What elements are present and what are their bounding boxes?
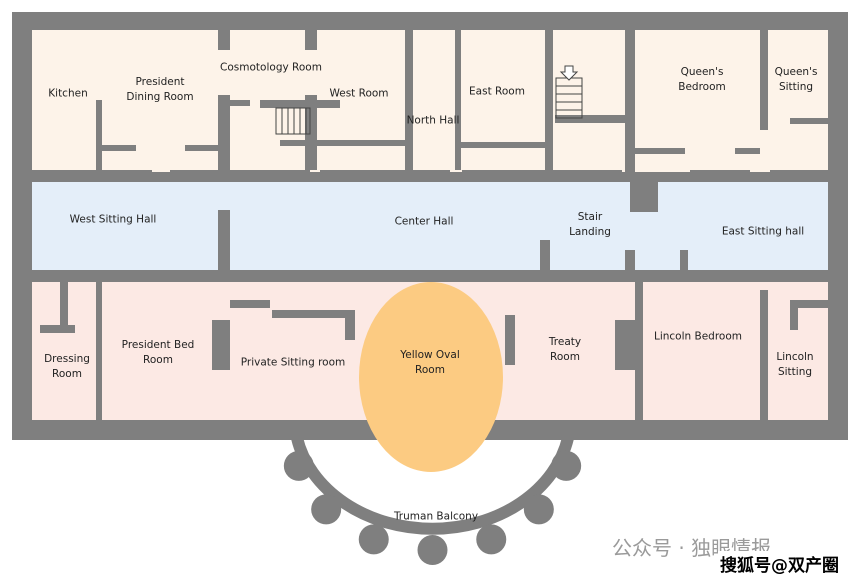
hall-area (32, 182, 828, 270)
room-north-hall: North Hall (406, 114, 460, 127)
wall-segment (170, 170, 218, 182)
wall-segment (212, 320, 230, 370)
watermark-sohu: 搜狐号@双产圈 (718, 551, 841, 576)
room-president-bed: President Bed Room (121, 339, 195, 366)
wall-segment (680, 250, 688, 275)
room-east-room: East Room (469, 85, 525, 98)
balcony-column (417, 535, 448, 565)
wall-segment (635, 148, 685, 154)
balcony-column (476, 524, 507, 555)
balcony-column (358, 524, 389, 555)
north-wing (32, 30, 828, 172)
wall-segment (280, 140, 370, 146)
room-cosmotology: Cosmotology Room (220, 61, 322, 74)
wall-segment (305, 95, 317, 170)
wall-segment (218, 30, 230, 50)
wall-segment (625, 250, 635, 282)
wall-segment (560, 270, 580, 282)
wall-segment (790, 300, 828, 308)
room-treaty: Treaty Room (548, 336, 582, 363)
wall-segment (770, 170, 828, 182)
wall-segment (540, 240, 550, 270)
wall-segment (320, 170, 450, 182)
room-kitchen: Kitchen (48, 87, 88, 100)
wall-segment (790, 118, 828, 124)
room-yellow-oval: Yellow Oval Room (400, 349, 460, 376)
wall-segment (790, 300, 798, 330)
room-dressing: Dressing Room (44, 353, 90, 380)
wall-segment (555, 115, 625, 123)
wall-segment (405, 30, 413, 170)
wall-segment (615, 320, 635, 370)
room-west-sitting-hall: West Sitting Hall (69, 213, 157, 226)
wall-segment (455, 30, 461, 170)
room-west-room: West Room (329, 87, 389, 100)
wall-segment (60, 280, 68, 330)
wall-segment (630, 180, 658, 212)
balcony-column (523, 494, 554, 525)
wall-segment (230, 100, 250, 106)
room-lincoln-bedroom: Lincoln Bedroom (653, 330, 743, 343)
wall-segment (545, 30, 553, 170)
interior-walls (32, 30, 828, 420)
wall-segment (600, 270, 725, 282)
yellow-oval-room-shape (359, 282, 503, 472)
wall-segment (505, 315, 515, 365)
wall-segment (218, 210, 230, 282)
balcony-column (551, 450, 582, 481)
truman-balcony-shape (283, 436, 582, 565)
wall-segment (635, 282, 643, 420)
wall-segment (370, 140, 405, 146)
room-lincoln-sitting: Lincoln Sitting (776, 351, 814, 378)
balcony-column (283, 450, 314, 481)
wall-segment (218, 95, 230, 182)
wall-segment (96, 100, 102, 170)
wall-segment (32, 170, 152, 182)
wall-segment (735, 148, 760, 154)
room-truman-balcony: Truman Balcony (393, 510, 479, 523)
wall-segment (270, 270, 540, 282)
wall-segment (462, 170, 622, 182)
wall-segment (625, 30, 635, 180)
wall-segment (760, 270, 828, 282)
wall-segment (32, 270, 92, 282)
room-president-dining: President Dining Room (126, 76, 194, 103)
room-center-hall: Center Hall (394, 215, 454, 228)
wall-segment (230, 170, 310, 182)
wall-segment (96, 145, 136, 151)
wall-segment (185, 145, 218, 151)
room-east-sitting-hall: East Sitting hall (721, 225, 805, 238)
wall-segment (760, 290, 768, 420)
wall-segment (230, 300, 270, 308)
room-queens-sitting: Queen's Sitting (774, 66, 818, 93)
wall-segment (345, 310, 355, 340)
stairs-icon (275, 65, 583, 135)
wall-segment (690, 170, 750, 182)
wall-segment (272, 310, 352, 318)
balcony-column (311, 494, 342, 525)
wall-segment (760, 30, 768, 130)
room-queens-bedroom: Queen's Bedroom (678, 66, 726, 93)
wall-segment (40, 325, 75, 333)
room-private-sitting: Private Sitting room (240, 356, 346, 369)
room-stair-landing: Stair Landing (569, 211, 611, 238)
wall-segment (110, 270, 230, 282)
wall-segment (96, 282, 102, 420)
wall-segment (460, 142, 545, 148)
wall-segment (305, 30, 317, 50)
wall-segment (260, 100, 340, 108)
